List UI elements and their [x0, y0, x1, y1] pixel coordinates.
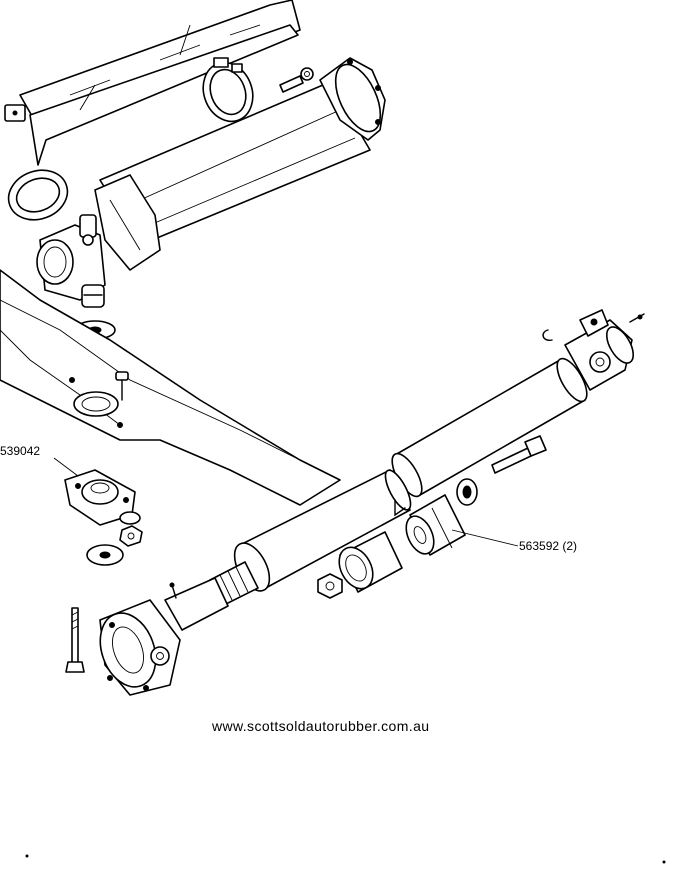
stray-dot-1: [26, 855, 28, 857]
heat-shield: [5, 0, 300, 165]
propeller-shaft: [91, 310, 644, 695]
rear-bolt: [492, 436, 546, 473]
bush-leader-line: [452, 530, 518, 546]
clamp-ring: [195, 56, 261, 129]
stray-dot-2: [663, 861, 665, 863]
website-footer: www.scottsoldautorubber.com.au: [212, 718, 430, 734]
upper-tube-assembly: [2, 58, 390, 307]
top-bolt: [280, 68, 313, 92]
mount-part-number: 539042: [0, 444, 41, 458]
long-bolt: [66, 608, 84, 672]
chassis-crossmember: [0, 270, 340, 505]
rubber-bushes: [318, 479, 477, 598]
mount-leader-line: [54, 458, 78, 476]
bush-part-number: 563592 (2): [519, 539, 578, 553]
engine-mount: [65, 470, 142, 565]
